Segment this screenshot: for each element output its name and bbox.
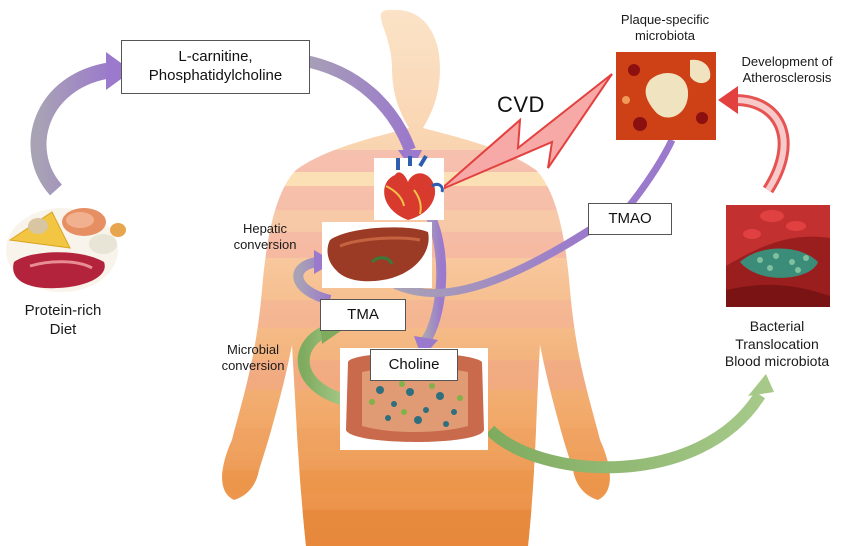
plaque-microbiota-label: Plaque-specific microbiota xyxy=(610,12,720,45)
lcarnitine-phosphatidylcholine-box: L-carnitine, Phosphatidylcholine xyxy=(121,40,310,94)
arrow-bacterial-to-plaque xyxy=(718,86,790,194)
protein-diet-label: Protein-rich Diet xyxy=(8,302,118,340)
blood-vessel-icon xyxy=(726,205,830,307)
bacterial-line3: Blood microbiota xyxy=(724,353,830,369)
cvd-label: CVD xyxy=(497,92,545,117)
microbial-conversion-label: Microbial conversion xyxy=(210,342,296,375)
protein-food-icon xyxy=(6,208,126,292)
liver-icon xyxy=(322,222,432,288)
development-line2: Atherosclerosis xyxy=(742,70,832,86)
tma-label: TMA xyxy=(347,305,379,323)
bacterial-line1: Bacterial xyxy=(749,318,805,334)
cvd-lightning-icon xyxy=(439,73,613,191)
plaque-line2: microbiota xyxy=(635,28,695,44)
arrow-intestine-to-bacterial xyxy=(485,374,774,474)
plaque-line1: Plaque-specific xyxy=(620,12,710,27)
diet-line2: Diet xyxy=(49,320,77,338)
hepatic-line1: Hepatic xyxy=(242,221,288,236)
atherosclerosis-label: Development of Atherosclerosis xyxy=(728,54,846,87)
hepatic-line2: conversion xyxy=(233,237,297,253)
microbial-line2: conversion xyxy=(221,358,285,374)
choline-box: Choline xyxy=(370,349,458,381)
hepatic-conversion-label: Hepatic conversion xyxy=(222,221,308,254)
bacterial-translocation-label: Bacterial Translocation Blood microbiota xyxy=(712,318,842,371)
tmao-label: TMAO xyxy=(608,209,652,227)
lcarnitine-line1: L-carnitine, xyxy=(178,48,253,66)
bacterial-line2: Translocation xyxy=(735,335,819,352)
tmao-box: TMAO xyxy=(588,203,672,235)
lcarnitine-line2: Phosphatidylcholine xyxy=(148,67,283,84)
plaque-icon xyxy=(616,52,716,140)
development-line1: Development of xyxy=(741,54,833,69)
diet-line1: Protein-rich xyxy=(24,302,102,319)
heart-icon xyxy=(374,154,444,220)
arrow-diet-to-lcarnitine xyxy=(30,52,132,196)
choline-label: Choline xyxy=(388,355,440,373)
tma-box: TMA xyxy=(320,299,406,331)
microbial-line1: Microbial xyxy=(226,342,279,357)
